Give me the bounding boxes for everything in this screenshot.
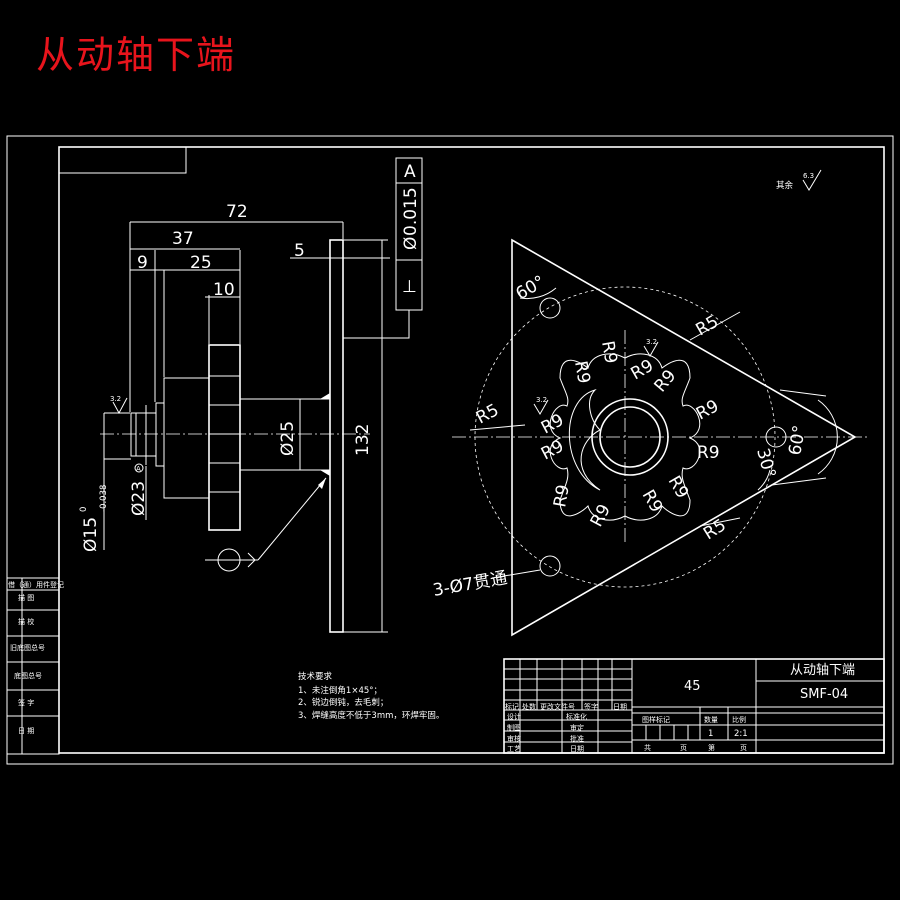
tech-heading: 技术要求 — [298, 671, 333, 682]
sheet-label: 共 — [644, 743, 651, 752]
dim-d23: Ø23 — [129, 481, 149, 516]
header-cell: 处数 — [522, 702, 536, 711]
header-cell: 标记 — [505, 702, 519, 711]
tech-item: 3、焊缝高度不低于3mm，环焊牢固。 — [298, 710, 444, 721]
radius-label: R9 — [693, 396, 722, 424]
sheet-label: 第 — [708, 743, 715, 752]
stage-label: 数量 — [704, 715, 718, 724]
dim-72: 72 — [226, 202, 248, 222]
tech-item: 2、锐边倒钝，去毛刺； — [298, 697, 388, 708]
radius-label: R5 — [473, 400, 502, 428]
row-label: 日期 — [570, 745, 584, 753]
radius-label: R9 — [550, 483, 574, 509]
sprocket-outline — [549, 353, 701, 521]
radius-label: R9 — [538, 436, 567, 464]
dim-9: 9 — [137, 253, 148, 273]
scale: 2:1 — [734, 729, 748, 739]
radius-label: R9 — [597, 339, 621, 365]
tolerance-value: 0.015 — [401, 187, 421, 236]
part-code: SMF-04 — [800, 687, 848, 702]
panel-label: 底图总号 — [14, 671, 42, 680]
side-roughness: 3.2 — [110, 395, 121, 403]
inner-border — [58, 146, 885, 754]
left-side-panel: 借（通）用件登记 描 图 描 校 旧底图总号 底图总号 签 字 日 期 — [6, 577, 64, 755]
sheet-label: 页 — [740, 744, 747, 752]
stage-label: 图样标记 — [642, 715, 670, 724]
sheet-label: 页 — [680, 744, 687, 752]
dim-d15: Ø15 — [81, 517, 101, 552]
material: 45 — [684, 679, 701, 694]
dim-d23-datum: A — [136, 465, 141, 473]
quantity: 1 — [708, 729, 713, 739]
radius-label: R9 — [664, 473, 693, 503]
front-roughness: 3.2 — [536, 396, 547, 404]
triangular-plate — [511, 238, 857, 637]
hole-note: 3-Ø7贯通 — [431, 568, 508, 601]
panel-label: 描 校 — [18, 617, 34, 626]
panel-label: 旧底图总号 — [10, 643, 45, 652]
angle-label: 60° — [785, 424, 810, 457]
dim-d15-lower-tol: -0.038 — [99, 485, 109, 512]
tolerance-datum: A — [404, 162, 416, 182]
row-label: 设计 — [507, 712, 521, 721]
header-cell: 更改文件号 — [540, 702, 575, 711]
dim-37: 37 — [172, 229, 194, 249]
general-roughness-note: 其余 6.3 — [776, 169, 822, 191]
radius-label: R9 — [587, 501, 615, 530]
stage-label: 比例 — [732, 715, 746, 724]
panel-label: 签 字 — [18, 698, 34, 707]
front-roughness: 3.2 — [646, 338, 657, 346]
panel-label: 日 期 — [18, 727, 34, 735]
row-label: 标准化 — [566, 712, 587, 721]
step-d23 — [163, 377, 210, 499]
radius-label: R9 — [570, 359, 594, 385]
dim-5: 5 — [294, 241, 305, 261]
radius-label: R9 — [697, 443, 720, 463]
row-label: 批准 — [570, 734, 584, 743]
plate — [329, 239, 344, 633]
tolerance-prefix: Ø — [401, 237, 421, 250]
dim-10: 10 — [213, 280, 235, 300]
journal-d15 — [130, 412, 157, 457]
tech-requirements: 技术要求 1、未注倒角1×45°； 2、锐边倒钝，去毛刺； 3、焊缝高度不低于3… — [298, 671, 444, 721]
dim-25: 25 — [190, 253, 212, 273]
drawing-title: 从动轴下端 — [36, 33, 237, 77]
hole-2 — [765, 426, 787, 448]
header-cell: 日期 — [613, 703, 627, 711]
roughness-label: 其余 — [776, 180, 794, 191]
hole-1 — [539, 297, 561, 319]
radius-label: R9 — [538, 410, 567, 438]
radius-label: R9 — [638, 487, 667, 517]
part-name: 从动轴下端 — [790, 663, 855, 678]
angle-label: 30° — [752, 446, 779, 480]
sprocket-hub — [208, 344, 241, 531]
side-view: 72 37 9 25 10 5 132 Ø25 Ø15 0 -0.038 Ø23 — [79, 157, 423, 633]
panel-label: 描 图 — [18, 593, 34, 602]
row-label: 制图 — [507, 723, 521, 732]
dim-d15-upper-tol: 0 — [79, 507, 89, 512]
dim-132: 132 — [353, 424, 373, 456]
tolerance-symbol: ⊥ — [402, 277, 417, 297]
header-cell: 签字 — [584, 702, 598, 711]
hole-3 — [539, 555, 561, 577]
dim-d25: Ø25 — [278, 421, 298, 456]
panel-label: 借（通）用件登记 — [8, 580, 64, 589]
inner-bore — [599, 406, 661, 468]
outer-border — [6, 135, 894, 765]
outer-bore — [591, 398, 669, 476]
row-label: 工艺 — [507, 745, 521, 753]
front-view: R5 R5 R5 R9 R9 R9 R9 R9 R9 R9 R9 R9 R9 R… — [431, 238, 870, 637]
radius-label: R5 — [700, 515, 730, 544]
code-box — [58, 146, 187, 174]
row-label: 审核 — [507, 734, 521, 743]
tech-item: 1、未注倒角1×45°； — [298, 685, 382, 696]
title-block: 标记 处数 更改文件号 签字 日期 设计 标准化 制图 审定 审核 批准 工艺 … — [503, 658, 885, 754]
angle-label: 60° — [513, 272, 549, 304]
row-label: 审定 — [570, 723, 584, 732]
roughness-value: 6.3 — [803, 172, 814, 180]
